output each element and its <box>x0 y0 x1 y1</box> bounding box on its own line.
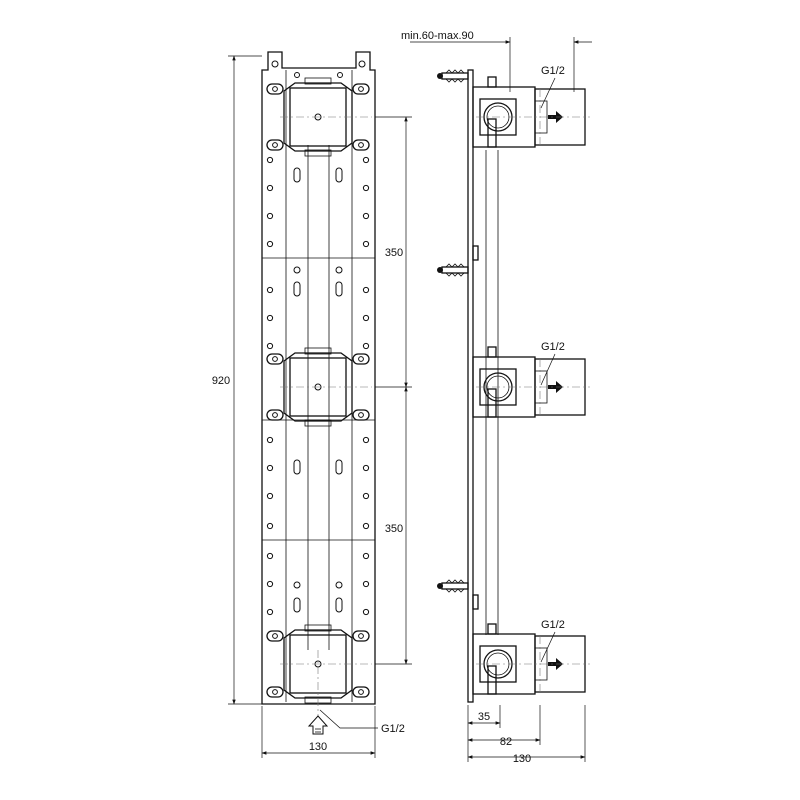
dimension-82: 82 <box>500 736 512 748</box>
mounting-hole <box>266 522 274 530</box>
dowel-icon <box>437 263 469 277</box>
side-wall-plate <box>467 69 474 703</box>
inlet-arrow-icon <box>307 715 329 735</box>
frame-mounting-holes <box>266 156 370 616</box>
mounting-hole <box>362 156 370 164</box>
valve-box <box>266 624 372 704</box>
mounting-hole <box>362 580 370 588</box>
side-valve <box>472 76 590 148</box>
mounting-hole <box>266 436 274 444</box>
valve-box <box>266 347 372 427</box>
front-width-dimension: 130 <box>309 741 327 753</box>
outlet-arrow-icon <box>548 381 563 393</box>
wall-dowels <box>437 69 469 593</box>
outlet-thread-label-middle: G1/2 <box>541 341 565 353</box>
side-view: G1/2 G1/2 G1/2 min.60-max.90 35 82 130 <box>401 30 592 765</box>
depth-range-dimension: min.60-max.90 <box>401 30 474 42</box>
mounting-hole <box>266 608 274 616</box>
side-valve-group <box>472 76 590 695</box>
upper-spacing-dimension: 350 <box>385 247 403 259</box>
side-width-dimension: 130 <box>513 753 531 765</box>
mounting-hole <box>362 286 370 294</box>
mounting-hole <box>266 286 274 294</box>
mounting-frame-outline <box>261 51 376 705</box>
outlet-arrow-icon <box>548 658 563 670</box>
overall-height-dimension: 920 <box>212 375 230 387</box>
valve-box <box>266 77 372 157</box>
dowel-icon <box>437 579 469 593</box>
side-valve <box>472 346 590 418</box>
mounting-hole <box>362 552 370 560</box>
mounting-hole <box>362 240 370 248</box>
mounting-hole <box>266 580 274 588</box>
front-view: G1/2 920 350 350 130 <box>212 51 412 758</box>
mounting-hole <box>266 314 274 322</box>
mounting-hole <box>266 552 274 560</box>
mounting-hole <box>362 436 370 444</box>
mounting-hole <box>362 464 370 472</box>
mounting-hole <box>362 342 370 350</box>
mounting-hole <box>266 156 274 164</box>
outlet-arrow-icon <box>548 111 563 123</box>
valve-box-group <box>266 77 372 716</box>
dowel-icon <box>437 69 469 83</box>
mounting-hole <box>266 492 274 500</box>
lower-spacing-dimension: 350 <box>385 523 403 535</box>
side-valve <box>472 623 590 695</box>
dimension-35: 35 <box>478 711 490 723</box>
mounting-hole <box>362 608 370 616</box>
mounting-hole <box>266 212 274 220</box>
mounting-hole <box>362 314 370 322</box>
outlet-thread-label-bottom: G1/2 <box>541 619 565 631</box>
mounting-hole <box>362 212 370 220</box>
outlet-thread-label-top: G1/2 <box>541 65 565 77</box>
mounting-hole <box>362 184 370 192</box>
frame-slots <box>293 167 343 613</box>
mounting-hole <box>266 240 274 248</box>
mounting-hole <box>266 342 274 350</box>
mounting-hole <box>266 184 274 192</box>
mounting-hole <box>266 464 274 472</box>
inlet-thread-label: G1/2 <box>381 723 405 735</box>
mounting-hole <box>362 522 370 530</box>
mounting-hole <box>362 492 370 500</box>
